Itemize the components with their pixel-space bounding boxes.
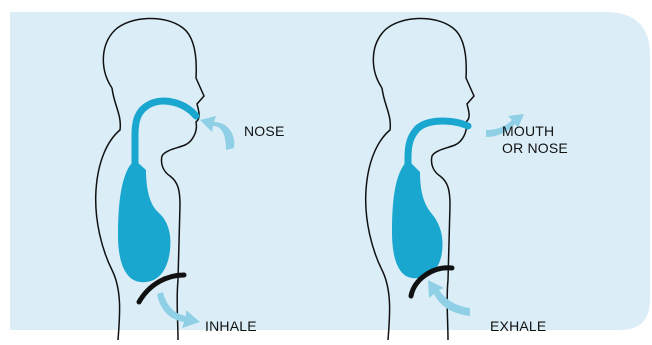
label-mouth-line2: OR NOSE [502, 140, 582, 157]
label-exhale: EXHALE [490, 318, 546, 335]
label-mouth-or-nose: MOUTH OR NOSE [502, 123, 582, 157]
label-inhale: INHALE [205, 318, 257, 335]
diagram-panel [0, 10, 652, 345]
label-nose: NOSE [244, 123, 284, 140]
label-mouth-line1: MOUTH [502, 123, 582, 140]
